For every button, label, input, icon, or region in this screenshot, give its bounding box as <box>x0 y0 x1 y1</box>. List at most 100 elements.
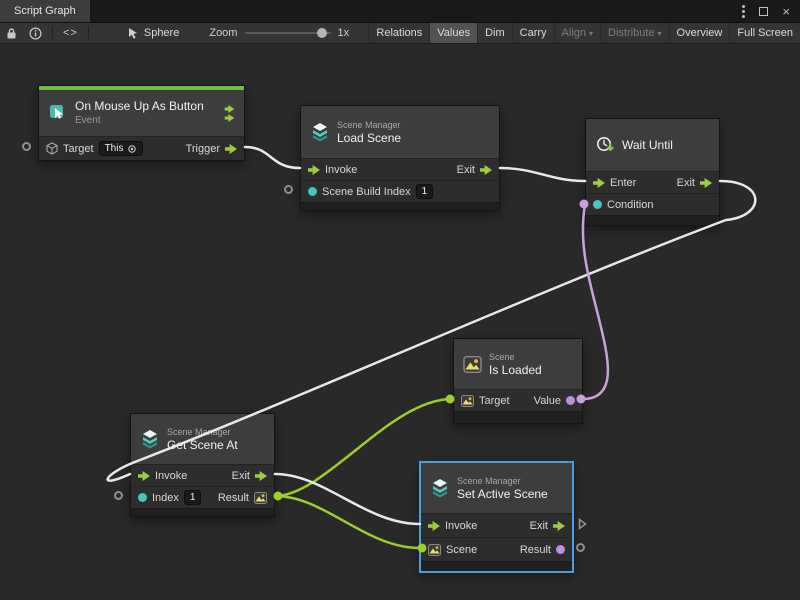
zoom-slider-track[interactable] <box>245 32 332 34</box>
node-is-loaded[interactable]: Scene Is Loaded Target Value <box>453 338 583 424</box>
exit-flow-port[interactable] <box>553 520 565 531</box>
result-port-label: Result <box>217 491 249 504</box>
zoom-label: Zoom <box>209 27 238 39</box>
values-label: Values <box>437 27 471 39</box>
scene-build-index-label: Scene Build Index <box>322 185 411 198</box>
value-port[interactable] <box>566 396 575 405</box>
exit-flow-port[interactable] <box>700 177 712 188</box>
scene-build-index-value: 1 <box>421 186 428 197</box>
port-row: Condition <box>586 193 719 215</box>
gameobject-cube-icon <box>46 142 58 155</box>
exit-port-label: Exit <box>676 176 695 189</box>
unconnected-input-marker[interactable] <box>114 491 123 500</box>
node-header: Wait Until <box>586 119 719 171</box>
port-row: Target Value <box>454 389 582 411</box>
unconnected-flow-output-marker[interactable] <box>578 518 587 530</box>
node-load-scene[interactable]: Scene Manager Load Scene Invoke Exit Sce… <box>300 105 500 211</box>
full-screen-button[interactable]: Full Screen <box>729 23 800 43</box>
unconnected-input-marker[interactable] <box>22 142 31 151</box>
condition-port[interactable] <box>593 200 602 209</box>
relations-button[interactable]: Relations <box>368 23 429 43</box>
tab-script-graph[interactable]: Script Graph <box>0 0 91 22</box>
target-value-text: This <box>104 143 124 154</box>
edit-code-icon[interactable]: <> <box>57 23 84 43</box>
unconnected-input-marker[interactable] <box>284 185 293 194</box>
result-port[interactable] <box>556 545 565 554</box>
invoke-flow-port[interactable] <box>428 520 440 531</box>
index-value: 1 <box>189 492 196 503</box>
port-row: Index 1 Result <box>131 486 274 508</box>
carry-button[interactable]: Carry <box>511 23 554 43</box>
trigger-port-label: Trigger <box>185 142 220 155</box>
node-header: Scene Is Loaded <box>454 339 582 389</box>
wait-until-clock-icon <box>597 137 614 151</box>
unconnected-output-marker[interactable] <box>576 543 585 552</box>
relations-label: Relations <box>376 27 423 39</box>
wire-load-exit-to-wait-enter[interactable] <box>498 166 587 183</box>
invoke-flow-port[interactable] <box>308 164 320 175</box>
graph-toolbar: <> Sphere Zoom 1x Relations Values Dim C… <box>0 22 800 44</box>
node-wait-until[interactable]: Wait Until Enter Exit Condition <box>585 118 720 226</box>
dim-button[interactable]: Dim <box>477 23 512 43</box>
maximize-icon[interactable] <box>759 6 769 16</box>
values-button[interactable]: Values <box>429 23 478 43</box>
node-on-mouse-up-as-button[interactable]: On Mouse Up As Button Event Target This <box>38 85 245 161</box>
object-name-label: Sphere <box>143 27 180 39</box>
overview-button[interactable]: Overview <box>668 23 730 43</box>
scene-type-icon[interactable] <box>428 543 441 556</box>
exit-flow-port[interactable] <box>255 470 267 481</box>
graph-canvas[interactable]: On Mouse Up As Button Event Target This <box>0 44 800 600</box>
invoke-port-label: Invoke <box>155 469 188 482</box>
scene-manager-icon <box>433 479 447 498</box>
trigger-flow-port[interactable] <box>225 143 237 154</box>
index-field[interactable]: 1 <box>183 490 202 505</box>
enter-flow-port[interactable] <box>593 177 605 188</box>
scene-build-index-port[interactable] <box>308 187 317 196</box>
invoke-flow-port[interactable] <box>138 470 150 481</box>
lock-icon[interactable] <box>0 23 23 43</box>
node-footer <box>454 411 582 423</box>
index-port-label: Index <box>152 491 179 504</box>
align-button[interactable]: Align▾ <box>553 23 600 43</box>
scene-build-index-field[interactable]: 1 <box>415 184 434 199</box>
enter-port-label: Enter <box>610 176 637 189</box>
port-row: Scene Result <box>421 537 572 561</box>
toolbar-separator <box>52 26 53 40</box>
distribute-label: Distribute <box>608 27 655 39</box>
node-get-scene-at[interactable]: Scene Manager Get Scene At Invoke Exit I… <box>130 413 275 517</box>
port-row: Invoke Exit <box>131 464 274 486</box>
distribute-button[interactable]: Distribute▾ <box>600 23 668 43</box>
node-footer <box>131 508 274 516</box>
tab-bar: Script Graph × <box>0 0 800 22</box>
wire-result-to-setactive-scene[interactable] <box>273 494 422 550</box>
chevron-down-icon: ▾ <box>589 28 594 38</box>
close-icon[interactable]: × <box>782 3 790 19</box>
wire-trigger-to-load-invoke[interactable] <box>243 145 302 170</box>
index-port[interactable] <box>138 493 147 502</box>
node-footer <box>586 215 719 225</box>
target-value-field[interactable]: This <box>98 141 144 156</box>
graph-owner-sphere[interactable]: Sphere <box>119 27 187 40</box>
target-port-label: Target <box>479 394 510 407</box>
scene-port-label: Scene <box>446 543 478 556</box>
node-category: Scene Manager <box>337 119 401 130</box>
node-title: Wait Until <box>622 138 673 152</box>
toolbar-buttons: Relations Values Dim Carry Align▾ Distri… <box>368 23 800 43</box>
node-category: Scene Manager <box>167 426 231 437</box>
node-title: On Mouse Up As Button <box>75 99 204 113</box>
info-icon[interactable] <box>23 23 48 43</box>
object-picker-icon[interactable] <box>127 144 137 154</box>
scene-type-icon[interactable] <box>254 491 267 504</box>
align-label: Align <box>561 27 587 39</box>
scene-type-icon[interactable] <box>461 394 474 407</box>
node-header: Scene Manager Load Scene <box>301 106 499 158</box>
wire-isloaded-value-to-wait-condition[interactable] <box>581 203 610 401</box>
node-set-active-scene[interactable]: Scene Manager Set Active Scene Invoke Ex… <box>419 461 574 573</box>
zoom-slider[interactable] <box>245 26 332 40</box>
menu-icon[interactable] <box>742 4 746 18</box>
zoom-slider-handle[interactable] <box>317 28 328 38</box>
exit-flow-port[interactable] <box>480 164 492 175</box>
carry-label: Carry <box>519 27 547 39</box>
node-category: Scene Manager <box>457 475 521 486</box>
wire-getscene-exit-to-setactive-invoke[interactable] <box>273 472 422 526</box>
